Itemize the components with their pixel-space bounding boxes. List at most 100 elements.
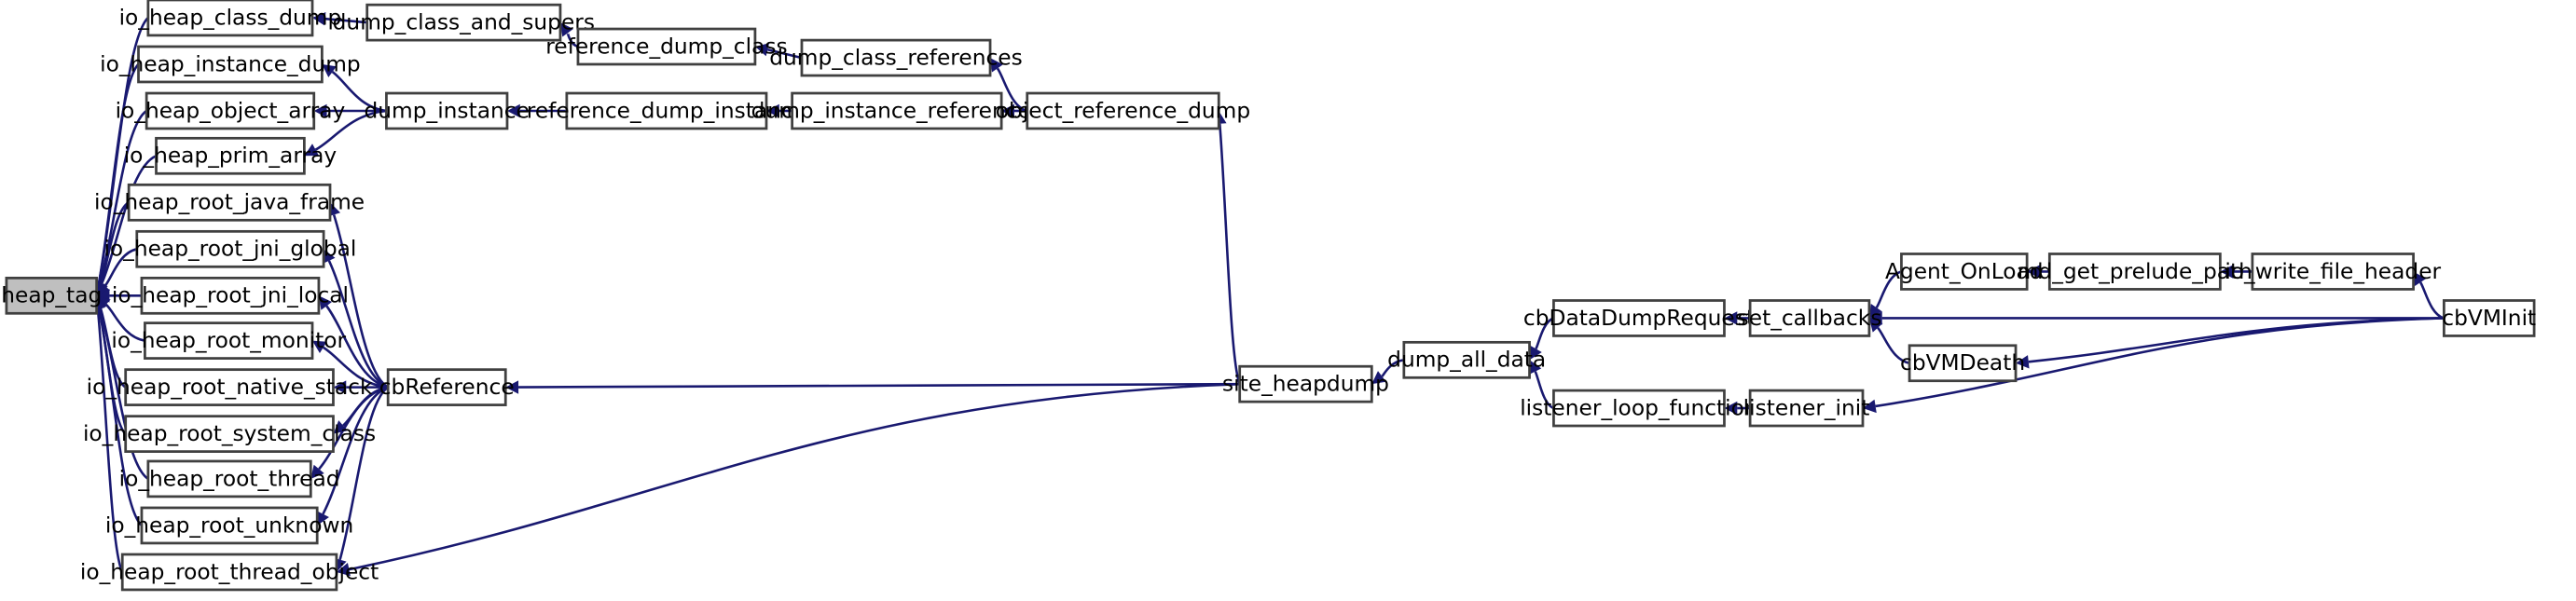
node-box[interactable] xyxy=(120,553,338,592)
edge-arrowhead xyxy=(1001,103,1014,118)
call-edge xyxy=(318,386,389,471)
graph-node-md_get_prelude_path[interactable]: md_get_prelude_path xyxy=(2018,253,2252,291)
graph-node-object_reference_dump[interactable]: object_reference_dump xyxy=(996,91,1250,130)
node-box[interactable] xyxy=(1402,340,1531,379)
graph-node-io_heap_root_unknown[interactable]: io_heap_root_unknown xyxy=(105,506,353,545)
node-box[interactable] xyxy=(145,91,316,130)
node-box[interactable] xyxy=(127,183,332,222)
call-edge xyxy=(323,346,389,389)
node-box[interactable] xyxy=(124,415,335,453)
edge-arrowhead xyxy=(765,103,779,118)
node-box[interactable] xyxy=(386,368,507,406)
node-label: dump_instance xyxy=(365,98,530,123)
graph-node-io_heap_instance_dump[interactable]: io_heap_instance_dump xyxy=(100,45,361,84)
graph-node-io_heap_root_system_class[interactable]: io_heap_root_system_class xyxy=(83,415,376,453)
graph-node-io_heap_root_thread_object[interactable]: io_heap_root_thread_object xyxy=(80,553,379,592)
node-box[interactable] xyxy=(146,0,314,37)
node-box[interactable] xyxy=(2251,253,2415,291)
graph-node-io_write_file_header[interactable]: io_write_file_header xyxy=(2225,253,2442,291)
node-box[interactable] xyxy=(124,368,335,406)
call-edge xyxy=(1875,270,1902,308)
node-label: io_heap_root_monitor xyxy=(111,328,346,353)
node-box[interactable] xyxy=(1238,364,1373,403)
edge-arrowhead xyxy=(1529,345,1542,361)
graph-node-io_heap_prim_array[interactable]: io_heap_prim_array xyxy=(124,136,337,175)
node-label: object_reference_dump xyxy=(996,98,1250,123)
node-label: io_heap_root_jni_global xyxy=(103,237,356,262)
node-box[interactable] xyxy=(140,506,319,545)
node-label: reference_dump_class xyxy=(545,34,787,59)
call-edge xyxy=(331,71,387,113)
node-box[interactable] xyxy=(1908,344,2018,383)
graph-node-site_heapdump[interactable]: site_heapdump xyxy=(1222,364,1389,403)
graph-node-Agent_OnLoad[interactable]: Agent_OnLoad xyxy=(1885,253,2044,291)
call-edge xyxy=(314,109,387,151)
graph-node-cbVMInit[interactable]: cbVMInit xyxy=(2442,299,2536,337)
edge-arrowhead xyxy=(559,22,573,37)
call-edge xyxy=(98,109,147,284)
graph-node-io_heap_root_java_frame[interactable]: io_heap_root_java_frame xyxy=(94,183,365,222)
call-edge xyxy=(325,305,389,389)
graph-node-set_callbacks[interactable]: set_callbacks xyxy=(1738,299,1882,337)
graph-node-io_heap_object_array[interactable]: io_heap_object_array xyxy=(116,91,346,130)
graph-node-cbReference[interactable]: cbReference xyxy=(379,368,515,406)
edge-arrowhead xyxy=(1868,311,1882,325)
node-box[interactable] xyxy=(576,27,757,66)
graph-node-heap_tag[interactable]: heap_tag xyxy=(1,276,102,315)
node-box[interactable] xyxy=(1552,299,1726,337)
node-box[interactable] xyxy=(1026,91,1220,130)
edge-arrowhead xyxy=(1868,304,1882,319)
graph-node-io_heap_root_jni_local[interactable]: io_heap_root_jni_local xyxy=(112,276,349,315)
graph-node-dump_instance_references[interactable]: dump_instance_references xyxy=(751,91,1042,130)
node-box[interactable] xyxy=(140,276,321,315)
call-edge xyxy=(97,307,143,526)
node-box[interactable] xyxy=(2047,253,2222,291)
graph-node-io_heap_class_dump[interactable]: io_heap_class_dump xyxy=(119,0,342,37)
node-box[interactable] xyxy=(135,229,325,268)
graph-node-dump_instance[interactable]: dump_instance xyxy=(365,91,530,130)
node-box[interactable] xyxy=(1552,389,1726,428)
node-box[interactable] xyxy=(144,321,314,360)
call-edge xyxy=(100,155,158,285)
node-box[interactable] xyxy=(365,3,562,42)
node-box[interactable] xyxy=(565,91,768,130)
node-label: io_heap_root_unknown xyxy=(105,512,353,538)
call-edge xyxy=(2028,317,2445,363)
graph-node-listener_loop_function[interactable]: listener_loop_function xyxy=(1520,389,1758,428)
graph-node-io_heap_root_native_stack[interactable]: io_heap_root_native_stack xyxy=(87,368,373,406)
nodes-layer: heap_tag io_heap_class_dump io_heap_instan… xyxy=(1,0,2536,592)
graph-node-cbVMDeath[interactable]: cbVMDeath xyxy=(1900,344,2025,383)
edge-arrowhead xyxy=(318,295,333,310)
node-box[interactable] xyxy=(137,45,324,84)
graph-node-dump_all_data[interactable]: dump_all_data xyxy=(1387,340,1546,379)
edge-arrowhead xyxy=(2016,355,2030,369)
graph-node-reference_dump_class[interactable]: reference_dump_class xyxy=(545,27,788,66)
call-edge xyxy=(349,382,1240,571)
graph-node-listener_init[interactable]: listener_init xyxy=(1743,389,1870,428)
call-edge xyxy=(96,307,124,573)
edge-arrowhead xyxy=(96,295,111,310)
edge-arrowhead xyxy=(96,281,111,296)
graph-node-io_heap_root_thread[interactable]: io_heap_root_thread xyxy=(119,459,340,499)
node-box[interactable] xyxy=(1900,253,2029,291)
node-box[interactable] xyxy=(5,276,98,315)
node-box[interactable] xyxy=(385,91,509,130)
node-box[interactable] xyxy=(2443,299,2536,337)
node-box[interactable] xyxy=(791,91,1003,130)
node-label: dump_all_data xyxy=(1387,348,1546,373)
node-box[interactable] xyxy=(146,459,312,499)
graph-node-dump_class_and_supers[interactable]: dump_class_and_supers xyxy=(333,3,595,42)
node-box[interactable] xyxy=(800,38,992,77)
node-box[interactable] xyxy=(155,136,306,175)
node-box[interactable] xyxy=(1748,389,1865,428)
graph-node-io_heap_root_jni_global[interactable]: io_heap_root_jni_global xyxy=(103,229,356,268)
graph-node-dump_class_references[interactable]: dump_class_references xyxy=(769,38,1023,77)
edge-arrowhead xyxy=(323,249,336,264)
node-label: site_heapdump xyxy=(1222,372,1389,397)
node-label: io_heap_root_thread_object xyxy=(80,559,379,584)
graph-node-cbDataDumpRequest[interactable]: cbDataDumpRequest xyxy=(1523,299,1755,337)
graph-node-io_heap_root_monitor[interactable]: io_heap_root_monitor xyxy=(111,321,346,360)
graph-node-reference_dump_instance[interactable]: reference_dump_instance xyxy=(527,91,806,130)
node-box[interactable] xyxy=(1748,299,1871,337)
